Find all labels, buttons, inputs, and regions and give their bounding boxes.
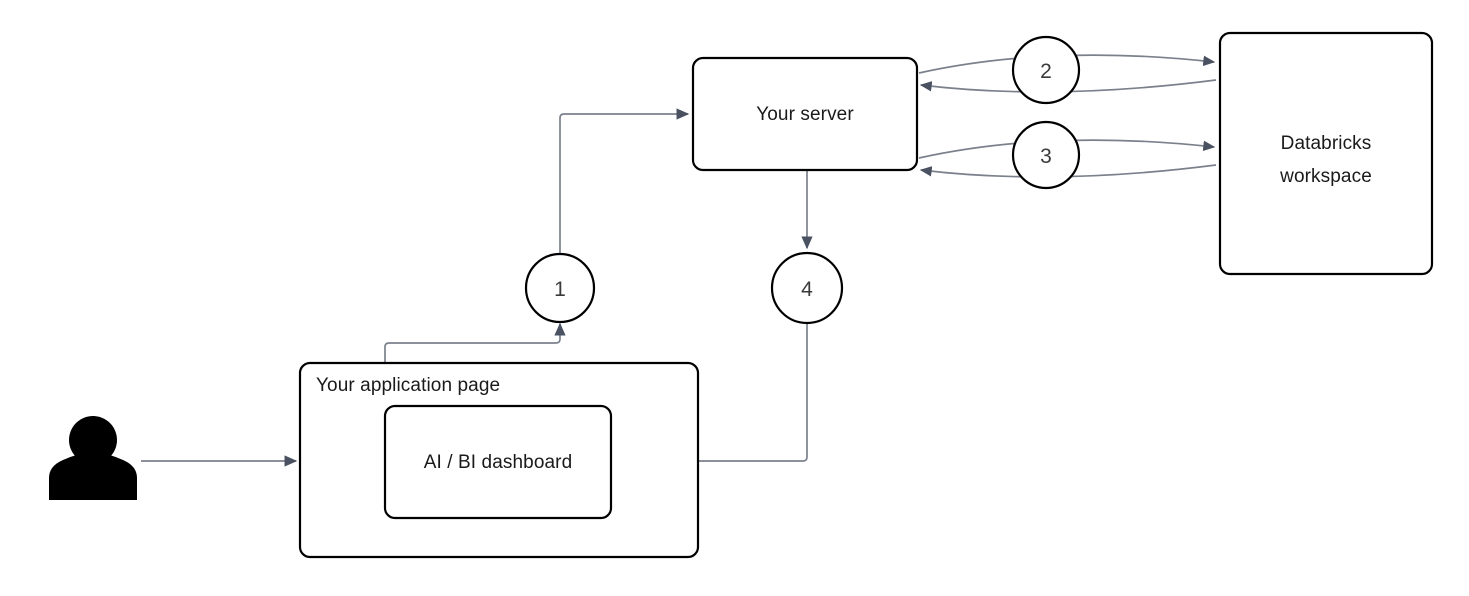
ai-bi-dashboard-label: AI / BI dashboard: [424, 452, 573, 473]
databricks-workspace-label-line1: Databricks: [1281, 133, 1372, 154]
node-your-server[interactable]: [691, 56, 919, 172]
step-badge-2[interactable]: 2: [1011, 35, 1081, 105]
connector-step-1-to-server: [559, 108, 690, 254]
connector-application-page-to-step-1: [384, 322, 566, 362]
connector-step-4-to-dashboard: [614, 322, 808, 467]
application-page-label: Your application page: [316, 375, 500, 396]
your-server-label: Your server: [756, 104, 854, 125]
step-badge-3-number: 3: [1040, 145, 1052, 168]
node-ai-bi-dashboard[interactable]: [383, 404, 613, 520]
user-actor-icon: [49, 416, 137, 500]
databricks-workspace-label-line2: workspace: [1279, 166, 1372, 187]
node-databricks-workspace[interactable]: [1218, 31, 1434, 276]
step-badge-4-number: 4: [801, 278, 813, 301]
step-badge-1-number: 1: [554, 278, 566, 301]
step-badge-1[interactable]: 1: [524, 252, 596, 324]
step-badge-3[interactable]: 3: [1011, 120, 1081, 190]
step-badge-2-number: 2: [1040, 60, 1052, 83]
step-badge-4[interactable]: 4: [770, 251, 844, 325]
